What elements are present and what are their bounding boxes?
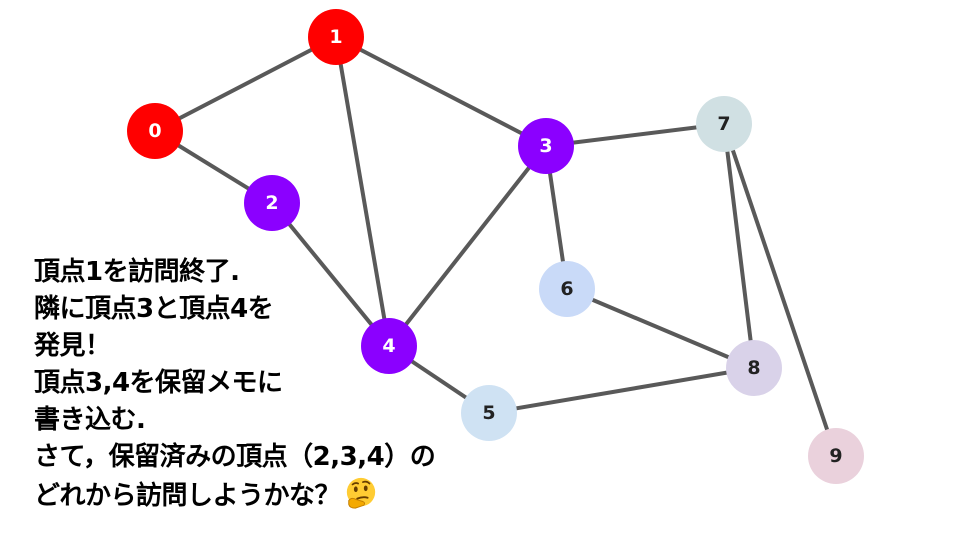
node-label-4: 4 — [382, 335, 395, 357]
node-circle-4 — [361, 318, 417, 374]
graph-nodes: 0 1 2 3 4 5 6 7 8 9 — [127, 9, 864, 484]
edge-1-3 — [334, 35, 548, 148]
node-circle-5 — [461, 385, 517, 441]
caption-line-4: 頂点3,4を保留メモに — [34, 368, 283, 398]
thinking-face-icon — [346, 477, 376, 509]
node-circle-7 — [696, 96, 752, 152]
caption-line-3: 発見！ — [34, 331, 111, 361]
node-label-2: 2 — [265, 192, 278, 214]
node-4: 4 — [361, 318, 417, 374]
graph-edges — [153, 35, 838, 458]
caption-line-6: さて，保留済みの頂点（2,3,4）の — [34, 442, 436, 472]
node-label-1: 1 — [329, 26, 342, 48]
node-8: 8 — [726, 340, 782, 396]
caption-line-7: どれから訪問しようかな？ — [34, 481, 341, 511]
edge-7-9 — [722, 122, 838, 458]
edge-1-4 — [334, 35, 391, 348]
node-label-8: 8 — [747, 357, 760, 379]
node-6: 6 — [539, 261, 595, 317]
explanation-text: 頂点1を訪問終了. 隣に頂点3と頂点4を 発見！ 頂点3,4を保留メモに 書き込… — [34, 254, 436, 513]
edge-7-8 — [722, 122, 756, 370]
caption-line-2: 隣に頂点3と頂点4を — [34, 294, 274, 324]
node-5: 5 — [461, 385, 517, 441]
node-label-7: 7 — [717, 113, 730, 135]
edge-5-8 — [487, 366, 756, 415]
caption-line-7-row: どれから訪問しようかな？ — [34, 476, 435, 513]
node-circle-8 — [726, 340, 782, 396]
node-label-9: 9 — [829, 445, 842, 467]
node-label-6: 6 — [560, 278, 573, 300]
node-label-5: 5 — [482, 402, 495, 424]
node-label-0: 0 — [148, 120, 161, 142]
node-3: 3 — [518, 118, 574, 174]
node-circle-1 — [308, 9, 364, 65]
edge-3-4 — [387, 144, 548, 348]
node-9: 9 — [808, 428, 864, 484]
node-1: 1 — [308, 9, 364, 65]
node-7: 7 — [696, 96, 752, 152]
node-circle-2 — [244, 175, 300, 231]
node-2: 2 — [244, 175, 300, 231]
edge-2-4 — [270, 201, 391, 348]
node-0: 0 — [127, 103, 183, 159]
caption-line-5: 書き込む. — [34, 405, 146, 435]
node-circle-0 — [127, 103, 183, 159]
caption-line-1: 頂点1を訪問終了. — [34, 257, 240, 287]
node-label-3: 3 — [539, 135, 552, 157]
node-circle-3 — [518, 118, 574, 174]
edge-6-8 — [565, 287, 756, 370]
edge-3-7 — [544, 122, 726, 148]
edge-0-1 — [153, 35, 338, 133]
node-circle-9 — [808, 428, 864, 484]
node-circle-6 — [539, 261, 595, 317]
